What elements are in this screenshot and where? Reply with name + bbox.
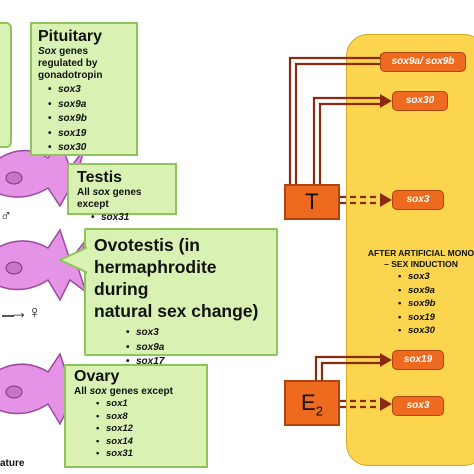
arrowhead-icon <box>380 94 392 108</box>
list-item: sox8 <box>96 411 198 424</box>
target-sox3-t: sox3 <box>392 190 444 210</box>
hormone-e2-box: E2 <box>284 380 340 426</box>
hormone-t-box: T <box>284 184 340 220</box>
list-item: sox3 <box>398 270 435 284</box>
induction-title: AFTER ARTIFICIAL MONO – SEX INDUCTION <box>367 248 474 269</box>
testis-gene-list: sox31 <box>91 211 167 226</box>
list-item: sox9b <box>398 297 435 311</box>
ovary-gene-list: sox1 sox8 sox12 sox14 sox31 <box>96 398 198 461</box>
female-arrow-symbol: →♀ <box>10 302 42 322</box>
ovotestis-title: Ovotestis (in hermaphrodite during natur… <box>94 235 259 321</box>
list-item: sox3 <box>48 83 130 98</box>
testis-title: Testis <box>77 169 123 186</box>
list-item: sox30 <box>48 141 130 156</box>
induction-gene-list: sox3 sox9a sox9b sox19 sox30 <box>398 270 435 338</box>
left-box-edge <box>0 22 12 148</box>
list-item: sox9a <box>48 98 130 113</box>
ovary-box: Ovary All sox genes except sox1 sox8 sox… <box>64 364 208 468</box>
list-item: sox31 <box>91 211 167 226</box>
pituitary-title: Pituitary <box>38 28 103 45</box>
pituitary-gene-list: sox3 sox9a sox9b sox19 sox30 <box>48 83 130 156</box>
arrowhead-icon <box>380 353 392 367</box>
list-item: sox3 <box>126 326 268 341</box>
e2-arrows <box>314 355 382 380</box>
e2-dashed-arrow <box>340 399 383 409</box>
t-arrows <box>288 56 382 188</box>
list-item: sox19 <box>48 127 130 142</box>
hormone-e2-label: E2 <box>301 390 323 419</box>
list-item: sox9a <box>398 284 435 298</box>
list-item: sox30 <box>398 324 435 338</box>
t-dashed-arrow <box>340 195 383 205</box>
hormone-t-label: T <box>305 189 319 214</box>
target-sox3-e2: sox3 <box>392 396 444 416</box>
ovary-subtitle: All sox genes except <box>74 386 173 397</box>
arrowhead-icon <box>380 397 392 411</box>
list-item: sox31 <box>96 448 198 461</box>
nature-label-partial: ature <box>0 458 25 469</box>
fish-icon <box>0 228 88 302</box>
list-item: sox19 <box>398 311 435 325</box>
list-item: sox17 <box>126 355 268 370</box>
pituitary-subtitle: Sox genes <box>38 46 89 57</box>
testis-box: Testis All sox genes except sox31 <box>67 163 177 225</box>
list-item: sox9a <box>126 341 268 356</box>
list-item: sox12 <box>96 423 198 436</box>
male-symbol: ♂ <box>0 208 12 225</box>
target-sox9a-sox9b: sox9a/ sox9b <box>380 52 466 72</box>
ovotestis-callout-pointer <box>58 246 88 274</box>
testis-subtitle: All sox genes except <box>77 187 142 210</box>
target-sox19: sox19 <box>392 350 444 370</box>
pituitary-box: Pituitary Sox genes regulated by gonadot… <box>30 22 138 156</box>
ovary-title: Ovary <box>74 368 120 385</box>
ovotestis-box: Ovotestis (in hermaphrodite during natur… <box>84 228 278 384</box>
list-item: sox14 <box>96 436 198 449</box>
list-item: sox1 <box>96 398 198 411</box>
target-sox30: sox30 <box>392 91 448 111</box>
list-item: sox9b <box>48 112 130 127</box>
arrowhead-icon <box>380 193 392 207</box>
